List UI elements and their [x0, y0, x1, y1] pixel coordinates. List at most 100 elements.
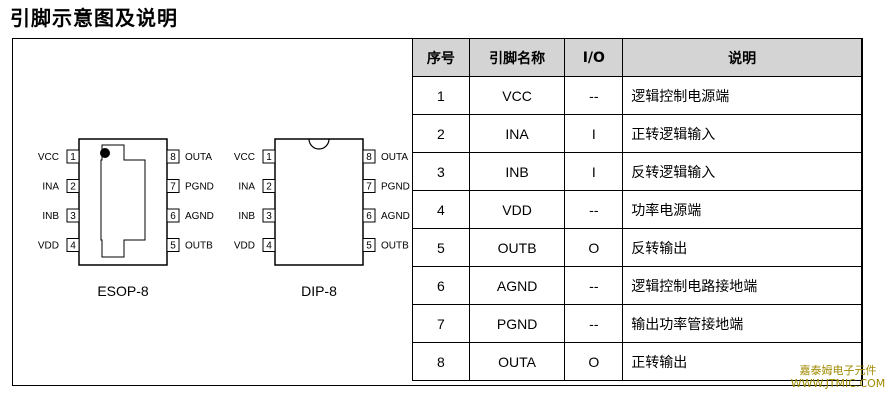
cell-io: O [564, 228, 624, 267]
cell-description: 逻辑控制电路接地端 [622, 266, 862, 305]
cell-index: 8 [412, 342, 470, 381]
cell-io: I [564, 114, 624, 153]
pin-number: 1 [70, 152, 76, 163]
pin-number: 3 [70, 211, 76, 222]
pin-label: INB [238, 211, 255, 222]
pin-number: 2 [266, 182, 272, 193]
table-header-row: 序号 引脚名称 I/O 说明 [412, 38, 862, 77]
cell-index: 1 [412, 76, 470, 115]
pin-label: AGND [381, 211, 410, 222]
pin-label: INA [42, 182, 59, 193]
cell-io: -- [564, 304, 624, 343]
pin-label: OUTA [185, 152, 212, 163]
cell-index: 3 [412, 152, 470, 191]
cell-pin-name: VCC [468, 76, 566, 115]
dip8-package: 1 VCC 2 INA 3 INB 4 VDD 8 OUTA 7 PGND 6 AGND 5 OUTB DIP-… [234, 138, 410, 299]
pin-number: 8 [170, 152, 176, 163]
pin-box [166, 238, 180, 252]
pin-label: VCC [38, 152, 59, 163]
exposed-pad [100, 144, 146, 258]
pin-number: 4 [70, 241, 76, 252]
cell-pin-name: VDD [468, 190, 566, 229]
pin-box [66, 179, 80, 193]
cell-pin-name: INA [468, 114, 566, 153]
pin-label: INA [238, 182, 255, 193]
col-header-description: 说明 [622, 38, 862, 77]
pin-box [166, 179, 180, 193]
col-header-index: 序号 [412, 38, 470, 77]
pin-box [262, 179, 276, 193]
pin-number: 6 [366, 211, 372, 222]
pin-label: VCC [234, 152, 255, 163]
cell-description: 正转逻辑输入 [622, 114, 862, 153]
watermark-url: WWW.JTMIC.COM [790, 377, 886, 390]
package-body [274, 138, 364, 266]
pin-number: 6 [170, 211, 176, 222]
cell-io: -- [564, 76, 624, 115]
pin-number: 8 [366, 152, 372, 163]
cell-index: 4 [412, 190, 470, 229]
pin-number: 7 [170, 182, 176, 193]
cell-description: 反转逻辑输入 [622, 152, 862, 191]
cell-index: 7 [412, 304, 470, 343]
cell-pin-name: INB [468, 152, 566, 191]
pin-label: OUTB [381, 241, 409, 252]
pin-box [362, 208, 376, 223]
pin-number: 3 [266, 211, 272, 222]
pin-label: OUTA [381, 152, 408, 163]
cell-description: 反转输出 [622, 228, 862, 267]
pin-label: PGND [185, 182, 214, 193]
pin-box [166, 149, 180, 164]
watermark: 嘉泰姆电子元件 WWW.JTMIC.COM [786, 364, 890, 390]
pin-number: 5 [170, 241, 176, 252]
package-body [78, 138, 168, 266]
package-label: ESOP-8 [97, 283, 149, 299]
pin-box [262, 149, 276, 164]
pin-box [262, 238, 276, 252]
cell-pin-name: OUTB [468, 228, 566, 267]
cell-description: 逻辑控制电源端 [622, 76, 862, 115]
pin-box [362, 238, 376, 252]
pin-box [66, 208, 80, 223]
pin-number: 1 [266, 152, 272, 163]
pin-label: INB [42, 211, 59, 222]
cell-io: -- [564, 266, 624, 305]
pinout-diagram: 1 VCC 2 INA 3 INB 4 VDD 8 OUTA 7 PGND 6 AGND 5 OUTB ESOP… [38, 138, 410, 299]
pin-number: 4 [266, 241, 272, 252]
cell-pin-name: PGND [468, 304, 566, 343]
pin-box [362, 149, 376, 164]
cell-description: 正转输出 [622, 342, 862, 381]
pin-box [262, 208, 276, 223]
pin-number: 7 [366, 182, 372, 193]
cell-description: 输出功率管接地端 [622, 304, 862, 343]
pin1-notch [308, 138, 330, 150]
pin-box [66, 149, 80, 164]
cell-io: -- [564, 190, 624, 229]
package-label: DIP-8 [301, 283, 337, 299]
col-header-pin-name: 引脚名称 [468, 38, 566, 77]
cell-pin-name: OUTA [468, 342, 566, 381]
cell-index: 6 [412, 266, 470, 305]
pin-label: PGND [381, 182, 410, 193]
cell-index: 2 [412, 114, 470, 153]
cell-pin-name: AGND [468, 266, 566, 305]
pin-label: VDD [234, 241, 255, 252]
pin-box [66, 238, 80, 252]
pin-label: AGND [185, 211, 214, 222]
pin-box [362, 179, 376, 193]
pin-number: 5 [366, 241, 372, 252]
cell-index: 5 [412, 228, 470, 267]
pin1-dot [100, 148, 110, 158]
pin-label: OUTB [185, 241, 213, 252]
page-title: 引脚示意图及说明 [10, 6, 178, 30]
cell-io: I [564, 152, 624, 191]
pin-box [166, 208, 180, 223]
col-header-io: I/O [564, 38, 624, 77]
